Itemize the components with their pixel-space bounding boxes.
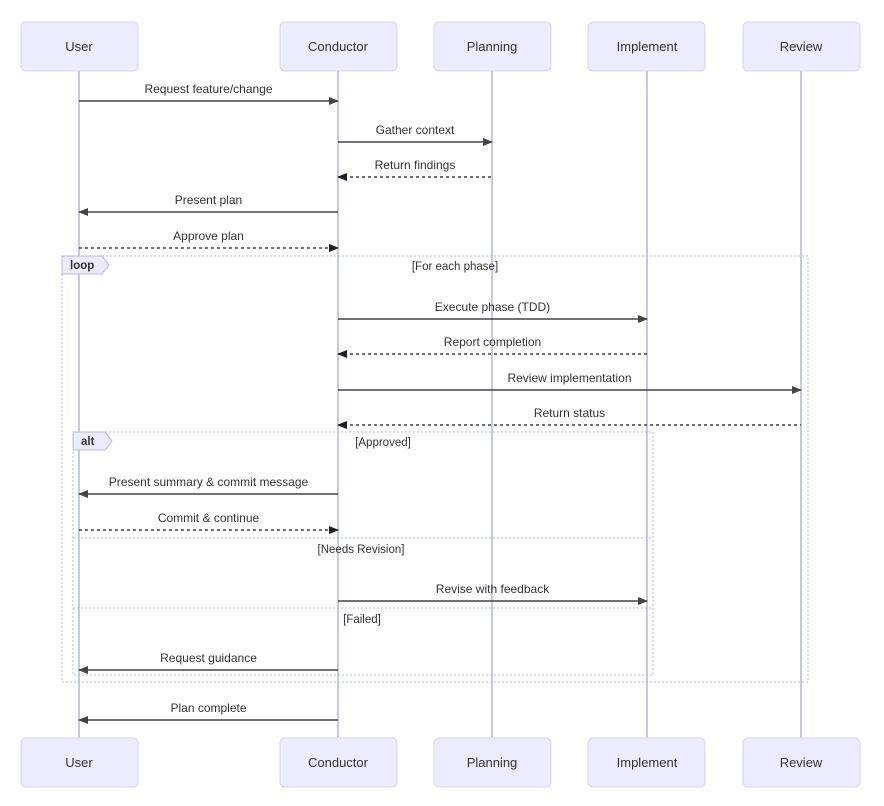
message-m5: Approve plan — [79, 229, 339, 252]
fragment-kind-tag — [72, 431, 113, 451]
message-label: Return status — [534, 406, 605, 420]
message-label: Present summary & commit message — [109, 475, 309, 489]
participant-box — [279, 21, 398, 72]
participant-boxes-bottom: User Conductor Planning Implement Review — [20, 737, 861, 788]
participant-box — [433, 737, 552, 788]
message-label: Present plan — [175, 193, 242, 207]
participant-label: Conductor — [308, 39, 369, 54]
message-label: Gather context — [376, 123, 455, 137]
message-m3: Return findings — [337, 158, 492, 181]
participant-review-bottom[interactable]: Review — [742, 737, 861, 788]
participant-label: Planning — [467, 39, 518, 54]
participant-box — [279, 737, 398, 788]
message-m13: Request guidance — [78, 651, 338, 674]
message-label: Commit & continue — [158, 511, 260, 525]
message-label: Request feature/change — [144, 82, 272, 96]
loop-block: loop [For each phase] — [61, 255, 809, 683]
message-label: Revise with feedback — [436, 582, 550, 596]
message-m8: Review implementation — [338, 371, 802, 394]
participant-boxes-top: User Conductor Planning Implement Review — [20, 21, 861, 72]
fragment-condition-text: [For each phase] — [412, 261, 498, 273]
participant-planning-bottom[interactable]: Planning — [433, 737, 552, 788]
participant-box — [433, 21, 552, 72]
message-label: Execute phase (TDD) — [435, 300, 550, 314]
participant-conductor-top[interactable]: Conductor — [279, 21, 398, 72]
alt-block: alt [Approved] [Needs Revision] [Failed] — [72, 431, 654, 676]
participant-label: User — [65, 39, 93, 54]
message-label: Report completion — [444, 335, 541, 349]
message-m1: Request feature/change — [79, 82, 339, 105]
fragment-border — [61, 255, 809, 683]
lifelines-layer — [78, 71, 802, 738]
participant-box — [587, 737, 706, 788]
participant-label: Implement — [617, 755, 678, 770]
fragment-blocks-layer: loop [For each phase] alt [Approved] [Needs … — [61, 255, 809, 683]
participant-conductor-bottom[interactable]: Conductor — [279, 737, 398, 788]
alt-div-1-condition: [Needs Revision] — [318, 544, 405, 556]
participant-label: Review — [780, 39, 823, 54]
participant-user-bottom[interactable]: User — [20, 737, 139, 788]
participant-box — [20, 21, 139, 72]
participant-box — [20, 737, 139, 788]
participant-label: Implement — [617, 39, 678, 54]
fragment-kind-text: loop — [70, 260, 94, 272]
message-label: Approve plan — [173, 229, 244, 243]
message-m4: Present plan — [78, 193, 338, 216]
fragment-kind-text: alt — [81, 436, 95, 448]
fragment-kind-tag — [61, 255, 110, 275]
participant-planning-top[interactable]: Planning — [433, 21, 552, 72]
participant-box — [742, 737, 861, 788]
message-m6: Execute phase (TDD) — [338, 300, 648, 323]
message-m7: Report completion — [337, 335, 647, 358]
participant-label: User — [65, 755, 93, 770]
message-label: Plan complete — [170, 701, 246, 715]
participant-implement-top[interactable]: Implement — [587, 21, 706, 72]
alt-div-2-condition: [Failed] — [343, 614, 381, 626]
participant-label: Review — [780, 755, 823, 770]
message-m10: Present summary & commit message — [78, 475, 338, 498]
message-m2: Gather context — [338, 123, 493, 146]
participant-implement-bottom[interactable]: Implement — [587, 737, 706, 788]
message-m9: Return status — [337, 406, 801, 429]
message-m12: Revise with feedback — [338, 582, 648, 605]
participant-review-top[interactable]: Review — [742, 21, 861, 72]
participant-label: Conductor — [308, 755, 369, 770]
fragment-border — [72, 431, 654, 676]
participant-box — [587, 21, 706, 72]
fragment-condition-text: [Approved] — [355, 437, 411, 449]
participant-user-top[interactable]: User — [20, 21, 139, 72]
participant-box — [742, 21, 861, 72]
participant-label: Planning — [467, 755, 518, 770]
message-m11: Commit & continue — [79, 511, 339, 534]
message-label: Return findings — [375, 158, 456, 172]
message-label: Review implementation — [507, 371, 631, 385]
message-label: Request guidance — [160, 651, 257, 665]
message-m14: Plan complete — [78, 701, 338, 724]
